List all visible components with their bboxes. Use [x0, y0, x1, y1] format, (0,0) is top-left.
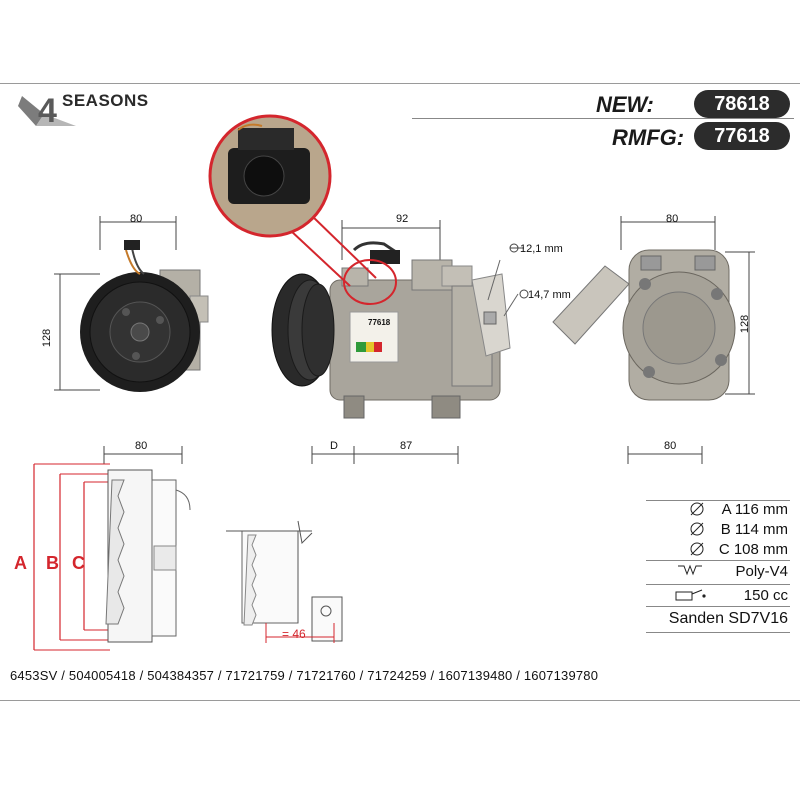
rmfg-number-badge: 77618 [694, 122, 790, 150]
front-height-label: 128 [41, 328, 54, 348]
spec-divider-top [646, 500, 790, 501]
front-width-label: 80 [130, 213, 143, 225]
cross-reference-numbers: 6453SV / 504005418 / 504384357 / 7172175… [10, 668, 599, 683]
spec-oil-volume: 150 cc [743, 587, 788, 604]
new-label: NEW: [596, 92, 654, 117]
oil-can-icon [675, 589, 706, 601]
diameter-b-icon [690, 522, 704, 536]
belt-icon [678, 564, 702, 576]
d-label: D [330, 440, 338, 452]
front-view-drawing [54, 216, 209, 392]
spec-diameter-b: B 114 mm [720, 521, 788, 538]
diameter-a-icon [690, 502, 704, 516]
spec-divider-bottom [646, 632, 790, 633]
diameter-c-icon [690, 542, 704, 556]
brand-logo-icon: 4 [18, 92, 76, 130]
rear-width-label: 80 [666, 213, 679, 225]
new-number-badge: 78618 [694, 90, 790, 118]
pulley-section-drawing [33, 463, 191, 651]
rear-height-label: 128 [739, 314, 752, 334]
footer-divider [0, 700, 800, 701]
spec-belt-type: Poly-V4 [735, 563, 788, 580]
pulley-label-c: C [72, 553, 85, 573]
lower-dimension-lines [103, 446, 703, 464]
spec-diameter-c: C 108 mm [718, 541, 788, 558]
pulley-width-label: 80 [135, 440, 148, 452]
spec-divider-3 [646, 606, 790, 607]
rmfg-label: RMFG: [612, 125, 685, 150]
bottom-right-width-label: 80 [664, 440, 677, 452]
port-2-diameter: 14,7 mm [528, 289, 571, 301]
spec-compressor-model: Sanden SD7V16 [668, 610, 788, 627]
d-value: 87 [400, 440, 413, 452]
brand-logo-digit: 4 [38, 92, 57, 130]
spec-divider-1 [646, 560, 790, 561]
pulley-label-a: A [14, 553, 27, 573]
port-1-diameter: 12,1 mm [520, 243, 563, 255]
rear-view-drawing [552, 216, 755, 401]
brand-name: SEASONS [62, 91, 149, 110]
label-sticker-number: 77618 [368, 318, 391, 327]
spec-divider-2 [646, 584, 790, 585]
header-rule [412, 118, 794, 119]
header-divider [0, 83, 800, 84]
connector-zoom-callout [208, 114, 397, 305]
belt-offset-drawing [226, 520, 343, 643]
side-width-label: 92 [396, 213, 409, 225]
spec-diameter-a: A 116 mm [721, 501, 788, 518]
pulley-label-b: B [46, 553, 59, 573]
belt-offset-value: = 46 [282, 627, 306, 641]
side-view-drawing [271, 220, 529, 419]
